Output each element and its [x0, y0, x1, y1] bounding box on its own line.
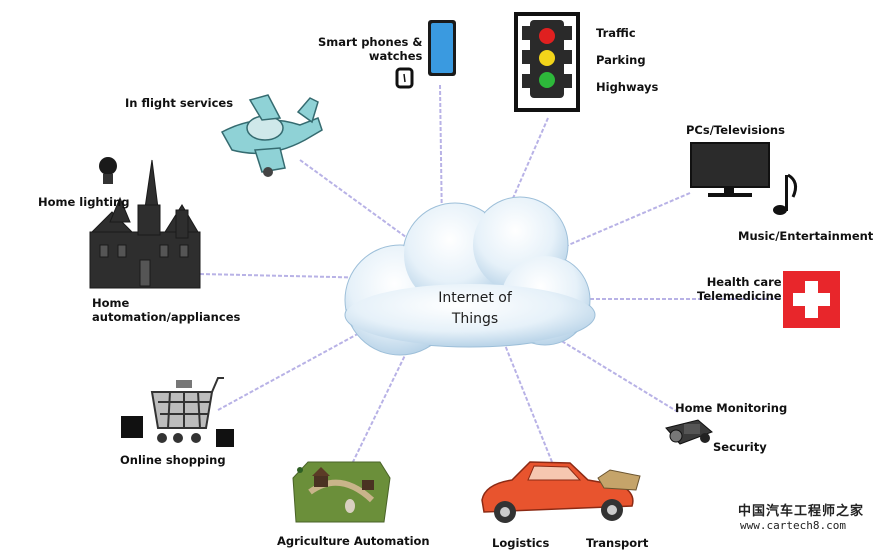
- watermark: 中国汽车工程师之家 www.cartech8.com: [738, 500, 864, 532]
- connector-agriculture: [349, 344, 411, 469]
- security-camera-icon: [665, 419, 713, 445]
- smartphone-icon: [428, 20, 456, 76]
- shopping-cart-icon: [150, 377, 224, 443]
- connector-traffic: [499, 117, 549, 229]
- traffic-labels: Traffic Parking Highways: [596, 20, 658, 101]
- farm-landscape-icon: [292, 461, 391, 523]
- connector-online-shopping: [217, 329, 366, 411]
- home-lighting-label: Home lighting: [38, 195, 130, 209]
- package-icon: [121, 380, 234, 447]
- watch-icon: [395, 67, 414, 89]
- cloud-fill: [346, 198, 594, 354]
- cloud-title-line2: Things: [451, 311, 499, 327]
- smart-phones-label-line2: watches: [368, 49, 423, 64]
- health-care-label-line1: Health care: [706, 275, 782, 289]
- agriculture-label: Agriculture Automation: [277, 534, 430, 548]
- in-flight-label: In flight services: [125, 96, 234, 110]
- airplane-icon: [220, 94, 323, 177]
- connector-pcs: [544, 192, 691, 256]
- watermark-line2: www.cartech8.com: [740, 519, 846, 532]
- home-monitoring-label: Home Monitoring: [675, 401, 788, 415]
- home-automation-label-line2: automation/appliances: [92, 310, 241, 325]
- watermark-line1: 中国汽车工程师之家: [738, 504, 865, 519]
- traffic-light-icon: [514, 12, 580, 112]
- highways-label: Highways: [596, 80, 659, 94]
- traffic-label: Traffic: [596, 26, 636, 40]
- health-care-label: Health care Telemedicine: [697, 275, 782, 304]
- smart-phones-label: Smart phones & watches: [318, 35, 422, 64]
- car-icon: [481, 461, 641, 523]
- health-care-label-line2: Telemedicine: [697, 289, 782, 304]
- connector-logistics: [504, 344, 553, 463]
- pcs-label: PCs/Televisions: [686, 123, 785, 137]
- television-icon: [690, 142, 770, 197]
- home-automation-label-line1: Home: [92, 296, 130, 310]
- connector-home-monitoring: [559, 339, 679, 413]
- connector-in-flight: [299, 159, 411, 241]
- online-shopping-label: Online shopping: [120, 453, 226, 467]
- security-label: Security: [713, 440, 767, 454]
- light-bulb-icon: [99, 157, 117, 184]
- music-label: Music/Entertainment: [738, 229, 874, 243]
- connectors: [199, 84, 780, 469]
- smart-phones-label-line1: Smart phones &: [318, 35, 423, 49]
- house-icon: [89, 159, 201, 289]
- parking-label: Parking: [596, 53, 646, 67]
- cloud-title: Internet of Things: [405, 288, 545, 330]
- logistics-label: Logistics: [492, 536, 550, 550]
- music-note-icon: [773, 173, 798, 215]
- transport-label: Transport: [586, 536, 649, 550]
- health-cross-icon: [783, 271, 840, 328]
- cloud-title-line1: Internet of: [438, 290, 512, 306]
- home-automation-label: Home automation/appliances: [92, 296, 240, 325]
